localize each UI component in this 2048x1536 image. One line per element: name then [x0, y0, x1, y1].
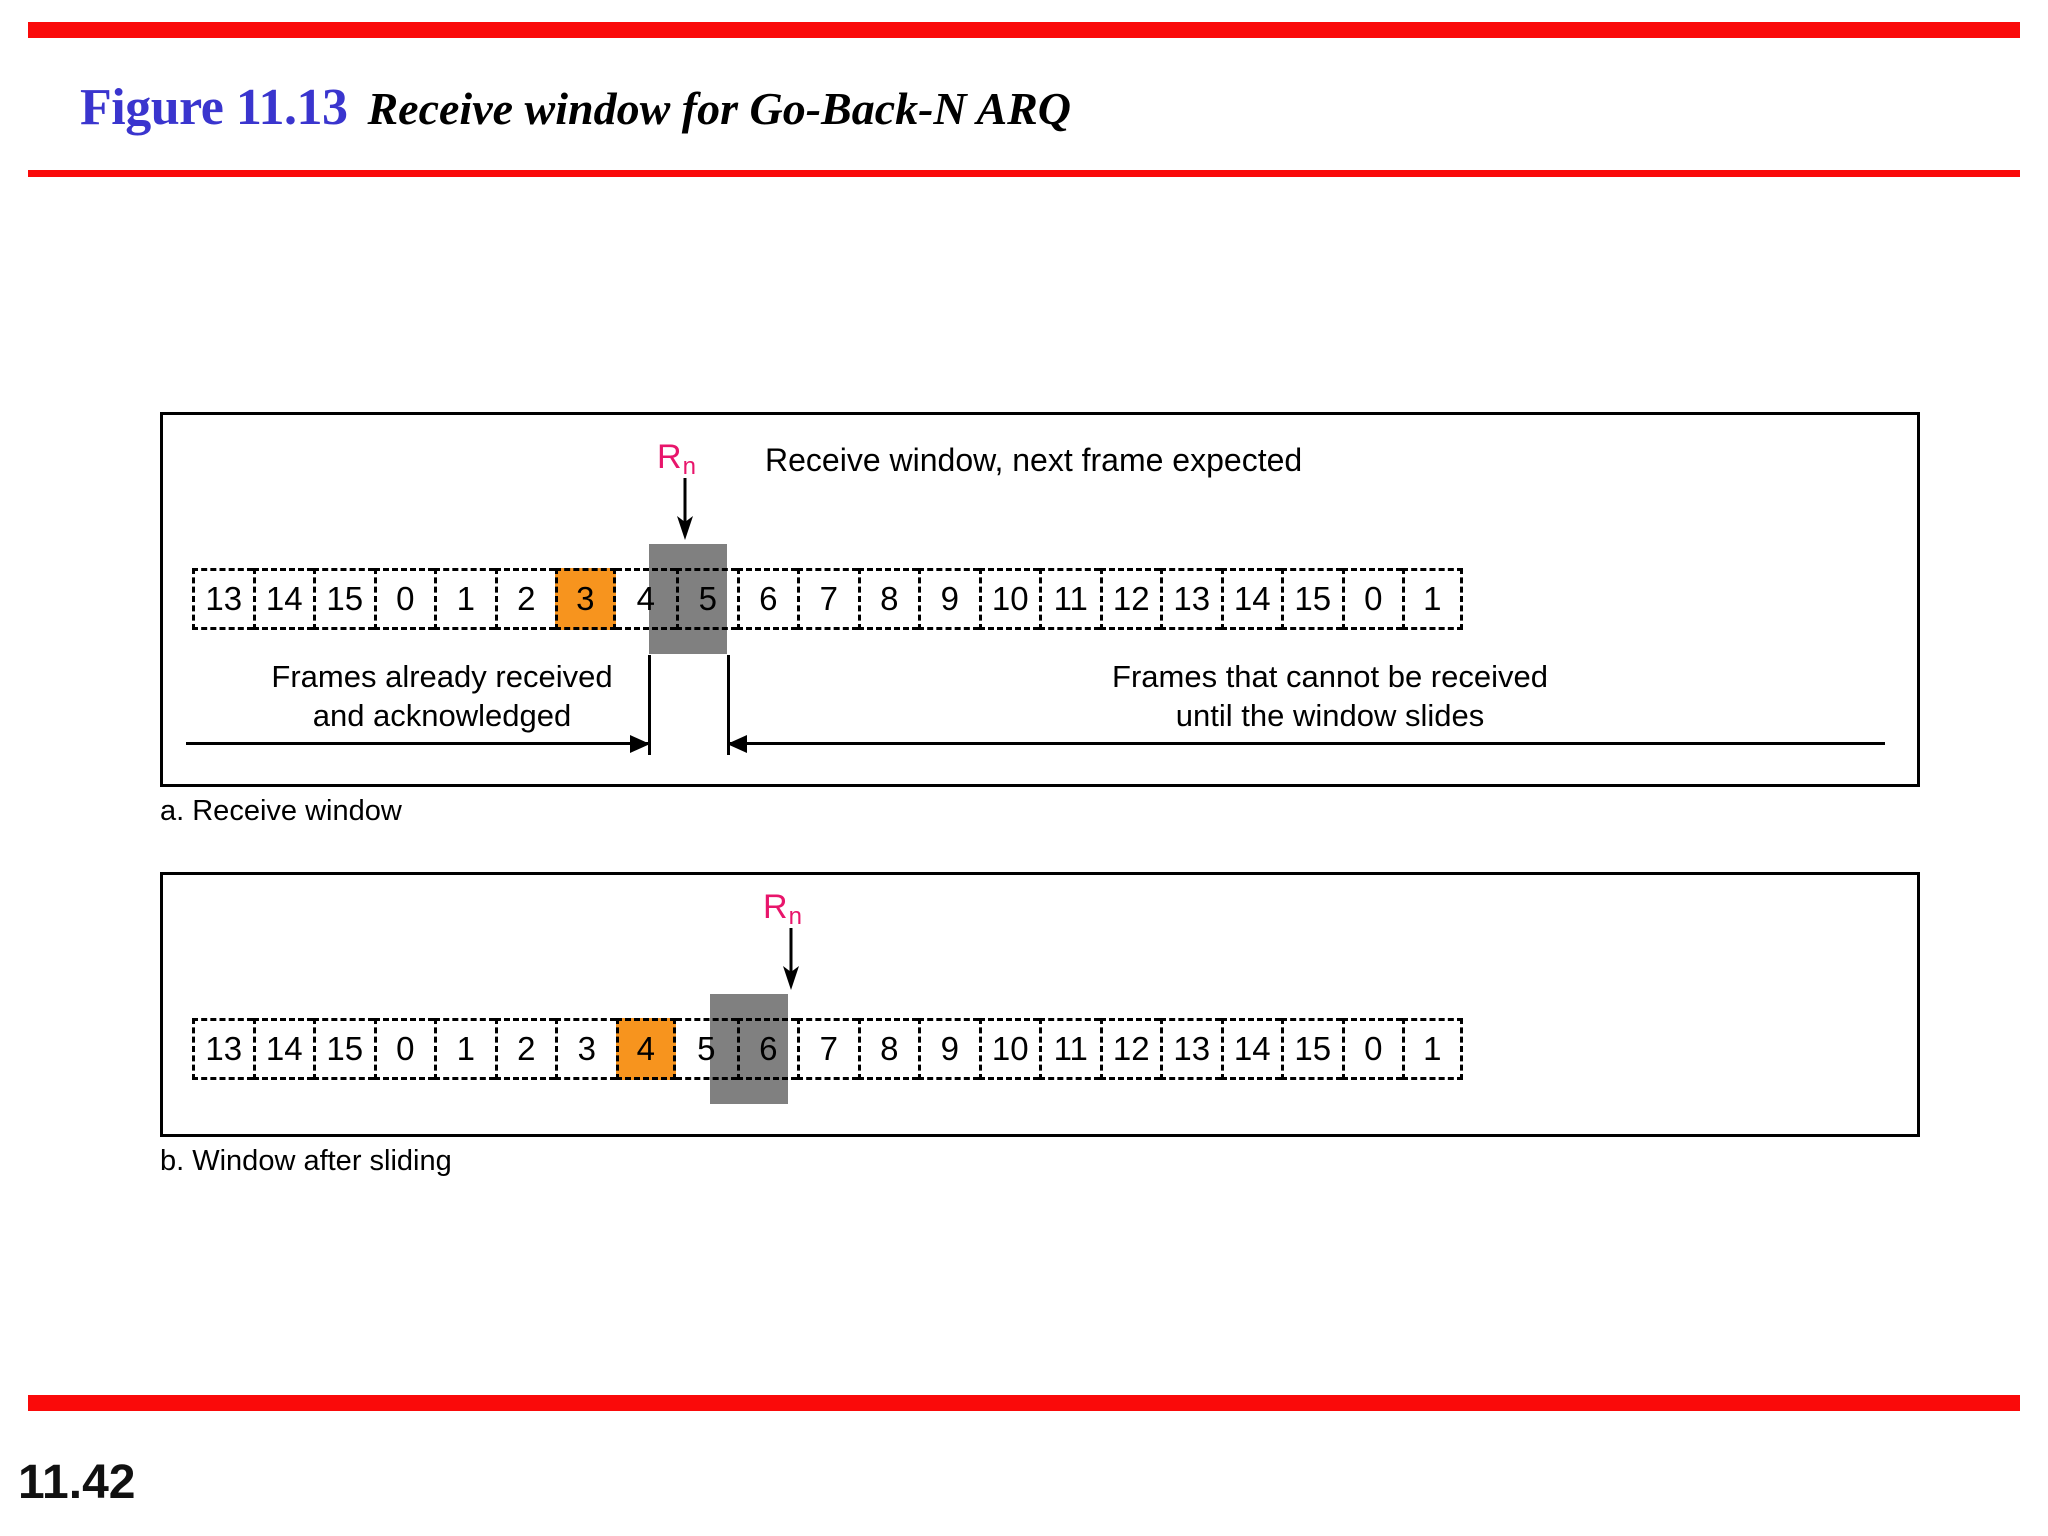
receive-window-block-b — [710, 994, 788, 1104]
frame-cell: 8 — [857, 568, 918, 630]
receive-window-note: Receive window, next frame expected — [765, 442, 1303, 478]
frame-cell-current: 4 — [615, 1018, 676, 1080]
frame-cell: 15 — [313, 568, 374, 630]
frame-cell: 0 — [1341, 568, 1402, 630]
frame-cell: 10 — [978, 1018, 1039, 1080]
frames-received-label: Frames already received and acknowledged — [172, 658, 712, 736]
bottom-red-rule — [28, 1395, 2020, 1411]
window-boundary-tick-left — [648, 655, 651, 755]
frame-cell: 6 — [736, 1018, 797, 1080]
frame-cell: 3 — [555, 1018, 616, 1080]
panel-window-after-sliding — [160, 872, 1920, 1137]
frame-cell: 13 — [192, 568, 253, 630]
frames-received-line2: and acknowledged — [312, 697, 572, 733]
measure-line-blocked — [727, 742, 1885, 745]
frames-received-line1: Frames already received — [271, 659, 613, 694]
rn-label-a-text: R — [657, 438, 682, 476]
frame-cell: 7 — [797, 1018, 858, 1080]
frames-blocked-line1: Frames that cannot be received — [1112, 659, 1548, 694]
frame-cell: 1 — [1402, 568, 1463, 630]
rn-arrow-b — [779, 928, 817, 995]
rn-marker-a: Rn — [657, 440, 703, 545]
frame-cell: 9 — [918, 1018, 979, 1080]
rn-arrow-a — [673, 478, 711, 545]
frames-blocked-label: Frames that cannot be received until the… — [1000, 658, 1660, 736]
top-red-rule — [28, 22, 2020, 38]
panel-a-caption: a. Receive window — [160, 795, 402, 827]
frame-cell: 10 — [978, 568, 1039, 630]
measure-arrow-blocked — [727, 735, 747, 753]
frame-cell: 13 — [192, 1018, 253, 1080]
frame-cell: 13 — [1160, 1018, 1221, 1080]
frame-cell: 12 — [1099, 1018, 1160, 1080]
header-red-rule — [28, 170, 2020, 177]
rn-label-b-sub: n — [788, 903, 802, 930]
frame-cell: 0 — [373, 1018, 434, 1080]
frame-cell: 15 — [313, 1018, 374, 1080]
frame-cell: 5 — [676, 1018, 737, 1080]
frame-cell: 15 — [1281, 1018, 1342, 1080]
frame-cell: 11 — [1039, 1018, 1100, 1080]
panel-b-caption: b. Window after sliding — [160, 1145, 452, 1177]
frame-cell: 1 — [434, 1018, 495, 1080]
rn-label-b-text: R — [763, 888, 788, 926]
rn-label-b: Rn — [763, 888, 802, 929]
frame-cell: 13 — [1160, 568, 1221, 630]
frame-cell: 1 — [434, 568, 495, 630]
frame-cell: 0 — [1341, 1018, 1402, 1080]
frame-cell: 15 — [1281, 568, 1342, 630]
frame-cell-current: 3 — [555, 568, 616, 630]
frames-blocked-line2: until the window slides — [1175, 697, 1485, 733]
frame-cell: 0 — [373, 568, 434, 630]
frame-cell: 8 — [857, 1018, 918, 1080]
figure-heading: Figure 11.13 Receive window for Go-Back-N… — [80, 78, 1071, 137]
receive-window-block-a — [649, 544, 727, 654]
frame-cell: 5 — [676, 568, 737, 630]
frame-cell: 4 — [615, 568, 676, 630]
frame-cell: 1 — [1402, 1018, 1463, 1080]
figure-title: Receive window for Go-Back-N ARQ — [367, 83, 1072, 134]
frame-cell: 2 — [494, 1018, 555, 1080]
frame-cell: 14 — [1220, 568, 1281, 630]
measure-line-received — [186, 742, 648, 745]
frame-cell: 14 — [252, 568, 313, 630]
frame-cell: 14 — [1220, 1018, 1281, 1080]
rn-label-a-sub: n — [682, 453, 696, 480]
rn-label-a: Rn — [657, 438, 696, 479]
frame-cell: 12 — [1099, 568, 1160, 630]
frame-cell: 9 — [918, 568, 979, 630]
frame-cell: 2 — [494, 568, 555, 630]
window-boundary-tick-right — [727, 655, 730, 755]
frame-cell: 7 — [797, 568, 858, 630]
frame-cell: 14 — [252, 1018, 313, 1080]
measure-arrow-received — [630, 735, 650, 753]
frame-cell: 6 — [736, 568, 797, 630]
figure-number: Figure 11.13 — [80, 79, 348, 136]
rn-marker-b: Rn — [763, 890, 809, 995]
page-number: 11.42 — [18, 1456, 136, 1509]
frame-cell: 11 — [1039, 568, 1100, 630]
